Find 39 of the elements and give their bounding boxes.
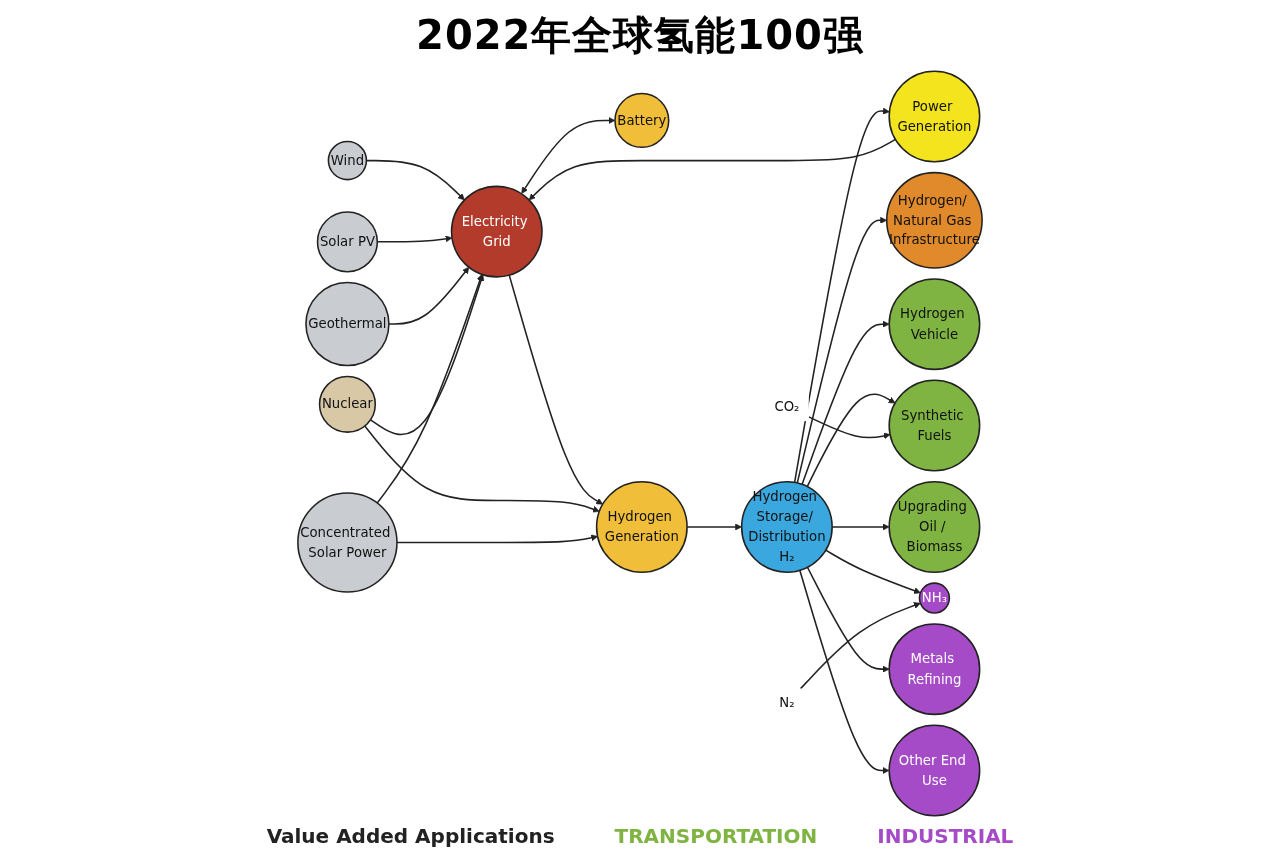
arrow — [528, 138, 897, 201]
arrow — [388, 266, 470, 325]
arrow — [521, 117, 616, 194]
arrow — [806, 566, 890, 673]
node-circle: Nuclear — [318, 375, 377, 433]
node-circle: Hydrogen Storage/ Distribution H₂ — [740, 480, 833, 573]
title: 2022年全球氢能100强 — [416, 11, 864, 60]
arrow — [396, 534, 598, 544]
node-circle: Metals Refining — [888, 623, 981, 716]
node-circle: Wind — [327, 140, 368, 181]
node-text: N₂ — [779, 694, 795, 711]
node-circle: Other End Use — [888, 724, 981, 817]
arrow — [793, 107, 890, 484]
node-circle: Concentrated Solar Power — [297, 492, 398, 593]
node-circle: Hydrogen/ Natural Gas Infrastructure — [885, 171, 983, 269]
group-label: TRANSPORTATION — [614, 824, 818, 848]
group-label: INDUSTRIAL — [877, 824, 1014, 848]
arrow — [796, 216, 888, 484]
node-circle: Geothermal — [305, 281, 390, 367]
arrow — [824, 549, 921, 594]
arrow — [369, 274, 485, 436]
node-circle: Hydrogen Generation — [595, 480, 688, 573]
arrow — [801, 320, 890, 486]
arrow — [799, 602, 921, 690]
node-circle: Upgrading Oil / Biomass — [888, 480, 981, 573]
node-circle: Battery — [614, 92, 670, 149]
node-circle: Hydrogen Vehicle — [888, 278, 981, 371]
node-circle: Electricity Grid — [450, 185, 543, 278]
node-circle: NH₃ — [918, 582, 951, 614]
arrow — [376, 274, 484, 504]
arrow — [364, 425, 600, 513]
node-circle: Power Generation — [888, 70, 981, 163]
arrow — [508, 274, 604, 505]
arrow — [808, 416, 891, 440]
group-label: Value Added Applications — [266, 824, 555, 848]
node-circle: Synthetic Fuels — [888, 379, 981, 472]
arrow — [799, 569, 890, 774]
node-circle: Solar PV — [316, 211, 379, 273]
arrow — [806, 393, 896, 488]
